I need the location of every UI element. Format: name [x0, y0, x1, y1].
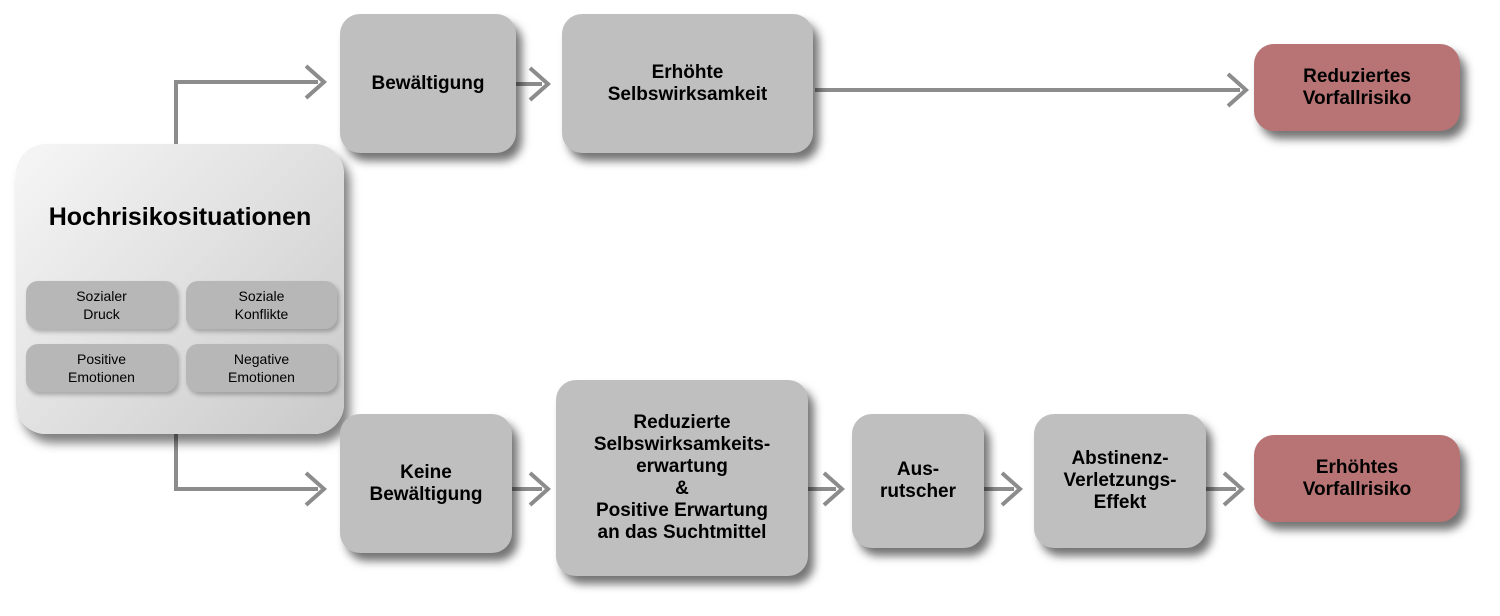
arrowhead-to-slip — [822, 471, 846, 507]
factor-social-pressure: Sozialer Druck — [26, 281, 177, 329]
factor-negative-emotions: Negative Emotionen — [186, 344, 337, 392]
slip-box: Aus- rutscher — [852, 414, 984, 548]
factor-social-conflicts: Soziale Konflikte — [186, 281, 337, 329]
arrowhead-to-increased-risk — [1222, 471, 1246, 507]
arrowhead-to-self-efficacy — [528, 66, 552, 102]
reduced-relapse-risk-box: Reduziertes Vorfallrisiko — [1254, 44, 1460, 131]
increased-self-efficacy-box: Erhöhte Selbswirksamkeit — [562, 14, 813, 153]
connector-to-no-coping — [174, 434, 318, 491]
arrowhead-to-expectation — [528, 471, 552, 507]
abstinence-violation-effect-box: Abstinenz- Verletzungs- Effekt — [1034, 414, 1206, 548]
arrowhead-to-violation — [1000, 471, 1024, 507]
high-risk-situations-title: Hochrisikosituationen — [48, 203, 312, 231]
factor-positive-emotions: Positive Emotionen — [26, 344, 177, 392]
arrowhead-to-no-coping — [304, 471, 328, 507]
connector-to-coping — [174, 80, 318, 144]
reduced-self-efficacy-expectation-box: Reduzierte Selbswirksamkeits- erwartung … — [556, 380, 808, 576]
increased-relapse-risk-box: Erhöhtes Vorfallrisiko — [1254, 435, 1460, 522]
arrowhead-to-coping — [304, 64, 328, 100]
coping-box: Bewältigung — [340, 14, 516, 153]
no-coping-box: Keine Bewältigung — [340, 414, 512, 553]
high-risk-situations-panel: Hochrisikosituationen Sozialer Druck Soz… — [16, 144, 344, 434]
arrowhead-to-reduced-risk — [1226, 72, 1250, 108]
